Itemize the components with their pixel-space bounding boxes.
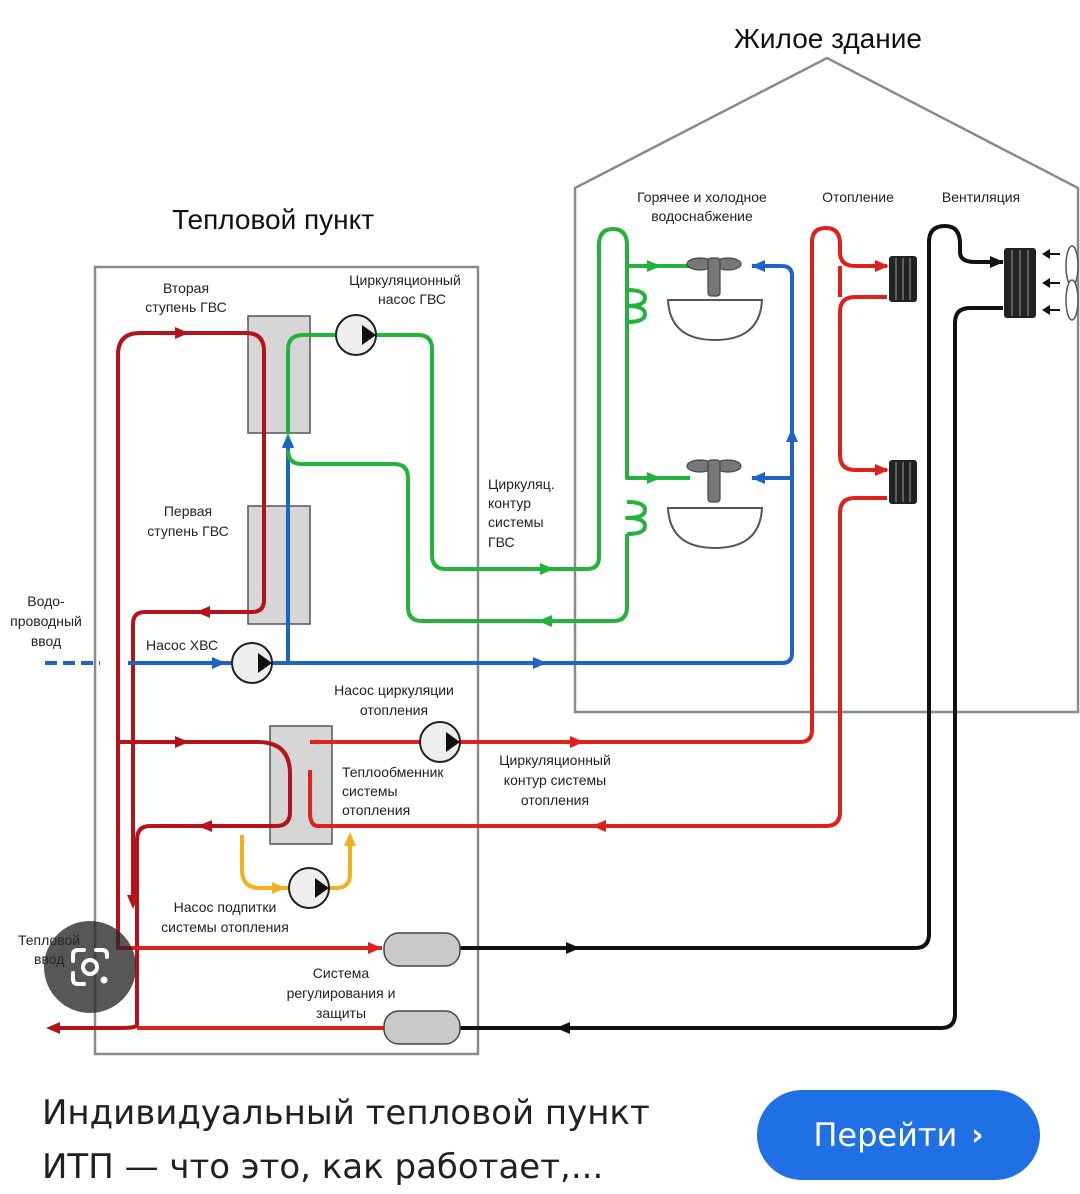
building-outline [573,56,1080,714]
tap-lower-icon [686,459,742,503]
heat-circ-pump-label: Насос циркуляции [334,682,454,698]
second-stage-label-2: ступень ГВС [145,299,226,315]
google-lens-icon [71,948,109,986]
up-arrow-blue [282,436,294,448]
control-label-2: регулирования и [287,985,396,1001]
ventilation-label: Вентиляция [942,189,1020,205]
heating-loop-arrows [570,260,889,832]
itp-diagram: Жилое здание Тепловой пункт Горячее и хо… [10,23,1080,1056]
primary-heat-lines [53,331,292,1030]
hot-cold-water-label-2: водоснабжение [651,208,753,224]
google-lens-button[interactable] [44,921,136,1013]
dhw-loop-label-2: контур [488,495,531,511]
cold-pump-label: Насос ХВС [146,637,218,653]
makeup-lines [240,835,352,890]
chevron-right-icon: › [971,1117,984,1153]
water-inlet-label-3: ввод [31,633,61,649]
go-button[interactable]: Перейти › [757,1090,1040,1180]
heating-circulation-pump-icon [419,721,461,763]
red-control-lines [118,946,384,1030]
circ-pump-label-2: насос ГВС [378,291,446,307]
makeup-pump-label-2: системы отопления [161,919,289,935]
heat-station-box [93,265,480,1056]
heat-exchanger-label: Теплообменник [342,764,444,780]
first-stage-label: Первая [164,503,212,519]
cold-water-arrows [212,260,798,669]
first-stage-label-2: ступень ГВС [147,523,228,539]
dhw-loop-label: Циркуляц. [488,476,555,492]
heating-loop-lines [308,226,887,828]
sink-upper-icon [666,299,764,342]
ventilation-fins [1011,250,1029,316]
control-inlet-arrow [368,942,382,954]
makeup-pump-label: Насос подпитки [174,899,277,915]
water-inlet-label: Водо- [27,593,65,609]
control-arrows [556,256,1004,1034]
result-caption[interactable]: Индивидуальный тепловой пункт ИТП — что … [42,1086,732,1194]
caption-line-2: ИТП — что это, как работает,... [42,1147,604,1187]
heat-loop-label: Циркуляционный [499,752,611,768]
dhw-loop-arrows [282,260,661,627]
water-inlet-label-2: проводный [10,613,82,629]
station-title: Тепловой пункт [172,204,374,235]
control-label: Система [313,965,370,981]
heat-loop-label-3: отопления [521,792,589,808]
makeup-pump-icon [288,867,330,909]
heat-loop-label-2: контур системы [504,772,606,788]
heat-exchanger-label-3: отопления [342,802,410,818]
caption-line-1: Индивидуальный тепловой пункт [42,1093,650,1133]
second-stage-label: Вторая [163,280,209,296]
first-stage-exchanger [247,505,311,625]
heat-exchanger-label-2: системы [342,783,398,799]
hot-cold-water-label: Горячее и холодное [637,189,767,205]
heating-label: Отопление [822,189,894,205]
airflow-arrows [1042,249,1060,315]
go-button-label: Перейти [813,1116,958,1154]
dhw-loop-label-4: ГВС [488,534,515,550]
circ-pump-label: Циркуляционный [349,272,461,288]
heat-circ-pump-label-2: отопления [360,702,428,718]
radiator-fins [895,258,911,502]
sink-lower-icon [666,507,764,550]
control-device-upper [383,932,461,967]
control-label-3: защиты [316,1005,366,1021]
control-lines [460,224,1003,1030]
control-device-lower [383,1010,461,1045]
dhw-circulation-pump-icon [335,314,377,356]
makeup-arrows [272,832,356,894]
fan-icon [1065,245,1079,321]
primary-heat-arrows [46,327,212,1034]
cold-water-pump-icon [231,642,273,684]
tap-upper-icon [686,257,742,297]
dhw-loop-lines [286,227,690,623]
building-title: Жилое здание [734,23,922,54]
dhw-loop-label-3: системы [488,514,544,530]
